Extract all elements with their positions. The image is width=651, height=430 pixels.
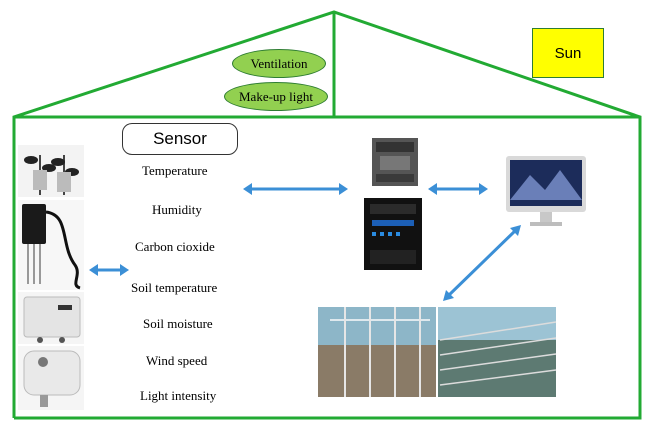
soil-probe-icon: [18, 200, 84, 290]
sensor-item-light-intensity: Light intensity: [140, 388, 217, 403]
sensor-item-soil-temperature: Soil temperature: [131, 280, 218, 295]
sun-box: Sun: [532, 28, 604, 78]
sensor-item-soil-moisture: Soil moisture: [143, 316, 213, 331]
arrow-sensor-to-controller: [243, 183, 348, 195]
house-outline: [12, 10, 642, 420]
sensor-item-wind-speed: Wind speed: [146, 353, 208, 368]
anemometer-icon: [18, 145, 84, 197]
light-sensor-icon: [18, 346, 84, 410]
sensor-box-icon: [18, 292, 84, 344]
sensor-title: Sensor: [122, 123, 238, 155]
computer-monitor-icon: [506, 156, 586, 226]
gateway-device-icon: [364, 198, 422, 270]
arrow-controller-to-computer: [428, 183, 488, 195]
plc-controller-icon: [372, 138, 418, 186]
ventilation-pill: Ventilation: [232, 49, 326, 78]
arrow-computer-to-greenhouse: [443, 225, 521, 301]
greenhouse-photo-icon: [318, 307, 557, 397]
arrow-photos-to-sensor-list: [89, 264, 129, 276]
makeup-light-pill: Make-up light: [224, 82, 328, 111]
sensor-item-humidity: Humidity: [152, 202, 202, 217]
sensor-item-carbon-dioxide: Carbon cioxide: [135, 239, 215, 254]
sensor-item-temperature: Temperature: [142, 163, 208, 178]
